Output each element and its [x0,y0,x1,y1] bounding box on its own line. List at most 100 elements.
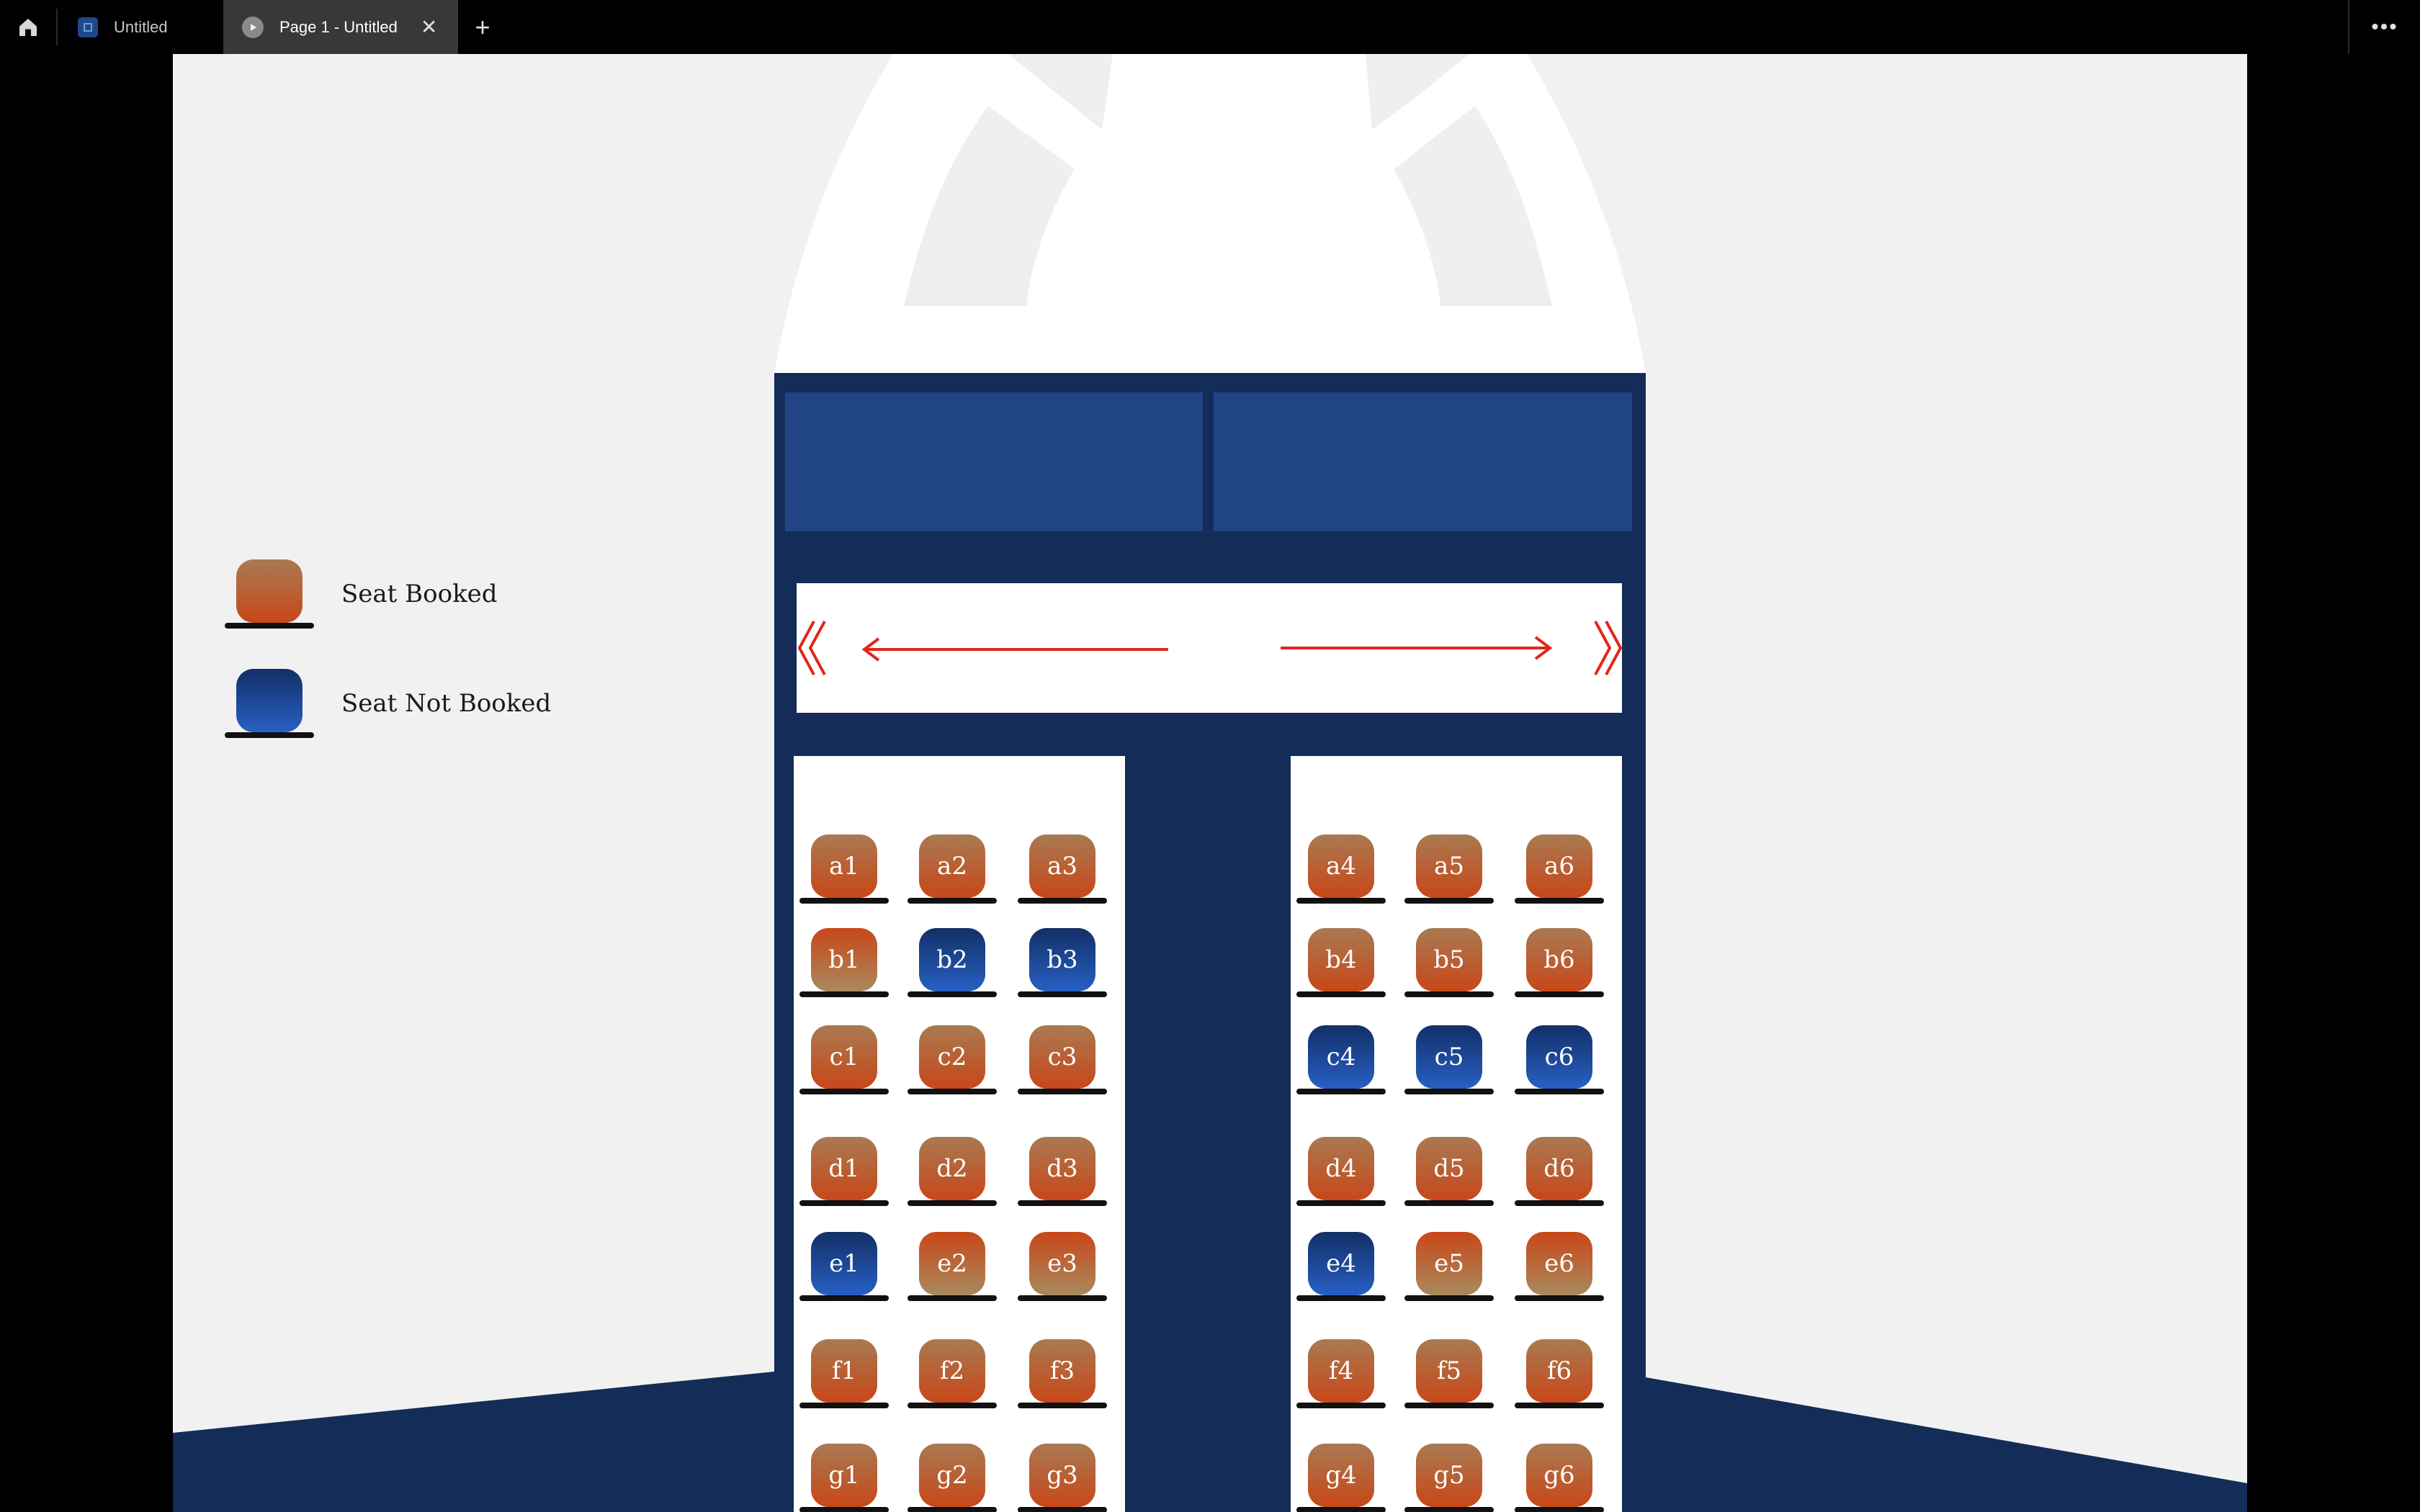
seat-base [1296,991,1386,997]
seat-f2[interactable]: f2 [908,1339,997,1408]
seat-e2[interactable]: e2 [908,1232,997,1301]
seat-g4[interactable]: g4 [1296,1444,1386,1512]
legend-booked: Seat Booked [225,559,498,629]
seat-base [1296,898,1386,904]
seat-d3[interactable]: d3 [1018,1137,1107,1206]
seat-d2[interactable]: d2 [908,1137,997,1206]
seat-d1[interactable]: d1 [799,1137,889,1206]
seat-d5[interactable]: d5 [1404,1137,1494,1206]
seat-g6[interactable]: g6 [1515,1444,1604,1512]
seat-label: a3 [1029,834,1095,898]
seat-a1[interactable]: a1 [799,834,889,904]
seat-label: g5 [1416,1444,1482,1507]
dome-ornament-left-top [1008,54,1113,130]
seat-base [1296,1089,1386,1094]
dome-ornament-right-top [1366,54,1469,130]
dome-ornament-right [1394,106,1552,306]
seat-label: c2 [919,1025,985,1089]
close-icon[interactable]: ✕ [420,15,438,38]
tab-untitled[interactable]: Untitled [63,0,223,54]
seat-label: g1 [811,1444,877,1507]
seat-b4[interactable]: b4 [1296,928,1386,997]
seat-f4[interactable]: f4 [1296,1339,1386,1408]
seat-d4[interactable]: d4 [1296,1137,1386,1206]
seat-f3[interactable]: f3 [1018,1339,1107,1408]
file-icon [78,17,98,37]
seat-base [1018,1403,1107,1408]
seat-b1[interactable]: b1 [799,928,889,997]
tab-divider [56,9,58,45]
seat-f1[interactable]: f1 [799,1339,889,1408]
seat-section-left: a1 a2 a3 b1 b2 b3 c1 c2 c3 d1 d2 d3 e1 e2 e3 f1 f2 f3 g1 g2… [794,756,1125,1512]
seat-a2[interactable]: a2 [908,834,997,904]
seat-b5[interactable]: b5 [1404,928,1494,997]
seat-c3[interactable]: c3 [1018,1025,1107,1094]
home-icon [19,18,37,36]
more-menu-button[interactable]: ••• [2348,0,2420,54]
seat-label: e6 [1526,1232,1592,1295]
tab-label: Untitled [114,17,168,36]
seat-base [908,991,997,997]
seat-a6[interactable]: a6 [1515,834,1604,904]
seat-base [1018,1295,1107,1301]
seat-label: g3 [1029,1444,1095,1507]
seat-e3[interactable]: e3 [1018,1232,1107,1301]
seat-e6[interactable]: e6 [1515,1232,1604,1301]
seat-base [799,898,889,904]
new-tab-button[interactable]: + [467,0,498,54]
seat-c6[interactable]: c6 [1515,1025,1604,1094]
seat-base [1515,1403,1604,1408]
seat-g1[interactable]: g1 [799,1444,889,1512]
seat-f6[interactable]: f6 [1515,1339,1604,1408]
seat-label: a5 [1416,834,1482,898]
seat-c4[interactable]: c4 [1296,1025,1386,1094]
seat-e5[interactable]: e5 [1404,1232,1494,1301]
seat-base [799,1295,889,1301]
seat-f5[interactable]: f5 [1404,1339,1494,1408]
seat-label: c5 [1416,1025,1482,1089]
seat-base [908,1089,997,1094]
seat-g2[interactable]: g2 [908,1444,997,1512]
seat-label: b1 [811,928,877,991]
seat-base [1018,1089,1107,1094]
seat-a5[interactable]: a5 [1404,834,1494,904]
seat-g5[interactable]: g5 [1404,1444,1494,1512]
seat-label: g2 [919,1444,985,1507]
tab-page-1[interactable]: Page 1 - Untitled ✕ [223,0,458,54]
home-button[interactable] [0,0,56,54]
seat-base [1404,1200,1494,1206]
seat-g3[interactable]: g3 [1018,1444,1107,1512]
seat-e1[interactable]: e1 [799,1232,889,1301]
seat-label: d3 [1029,1137,1095,1200]
seat-a4[interactable]: a4 [1296,834,1386,904]
seat-base [1018,991,1107,997]
seat-a3[interactable]: a3 [1018,834,1107,904]
seat-base [1404,991,1494,997]
seat-base [1296,1403,1386,1408]
seat-label: b2 [919,928,985,991]
seat-e4[interactable]: e4 [1296,1232,1386,1301]
seat-b6[interactable]: b6 [1515,928,1604,997]
seat-label: b4 [1308,928,1374,991]
seat-base [908,1507,997,1512]
seat-c1[interactable]: c1 [799,1025,889,1094]
seat-label: a2 [919,834,985,898]
seat-label: f2 [919,1339,985,1403]
top-bar: Untitled Page 1 - Untitled ✕ + ••• [0,0,2420,54]
seat-label: d5 [1416,1137,1482,1200]
seat-b2[interactable]: b2 [908,928,997,997]
tab-label: Page 1 - Untitled [279,17,398,36]
seat-base [1515,1295,1604,1301]
seat-base [1515,991,1604,997]
seat-base [1404,1295,1494,1301]
seat-label: d4 [1308,1137,1374,1200]
seat-label: c3 [1029,1025,1095,1089]
seat-d6[interactable]: d6 [1515,1137,1604,1206]
seat-c2[interactable]: c2 [908,1025,997,1094]
seat-base [908,1200,997,1206]
seat-b3[interactable]: b3 [1018,928,1107,997]
seat-c5[interactable]: c5 [1404,1025,1494,1094]
seat-label: a6 [1526,834,1592,898]
seat-label: f4 [1308,1339,1374,1403]
